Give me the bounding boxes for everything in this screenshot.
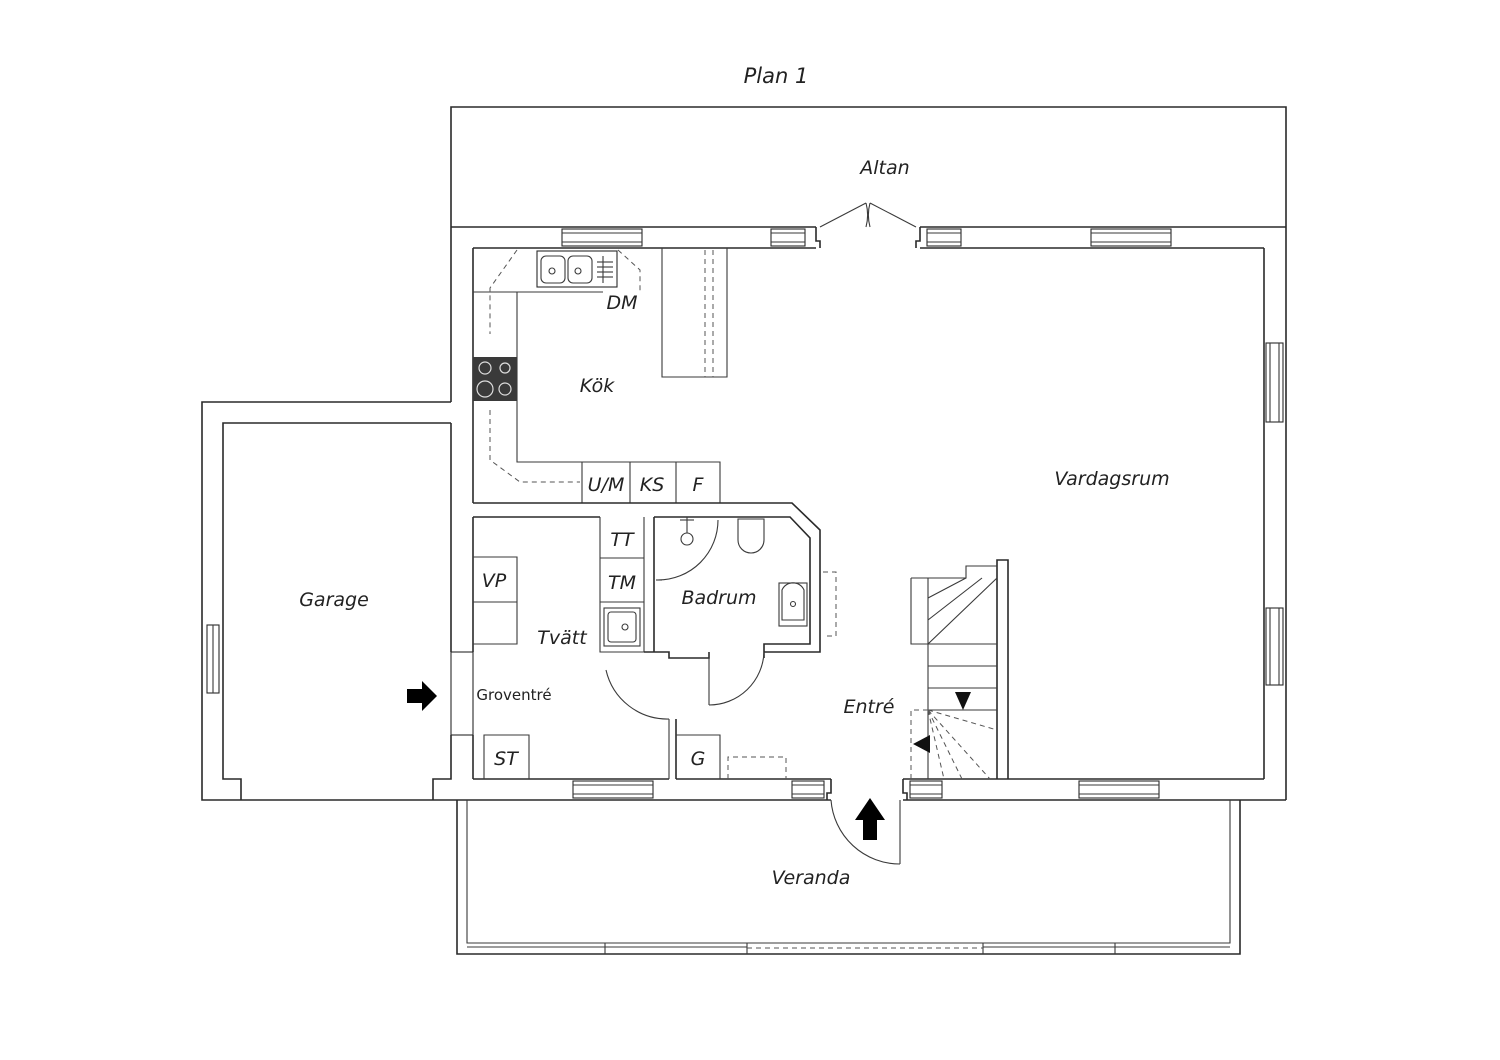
label-um: U/M: [588, 474, 625, 496]
kitchen: [473, 248, 821, 653]
entrance-door: [830, 799, 901, 865]
label-veranda: Veranda: [772, 867, 851, 889]
altan-deck: [450, 106, 1287, 227]
room-labels: Altan DM Kök Vardagsrum Garage U/M KS F …: [299, 157, 1169, 889]
label-badrum: Badrum: [681, 587, 756, 609]
entrance-arrow-icon: [855, 798, 885, 840]
staircase: [910, 559, 1009, 780]
label-ks: KS: [640, 474, 665, 496]
garage-entrance-arrow-icon: [407, 681, 437, 711]
label-g: G: [691, 748, 706, 770]
label-tm: TM: [608, 572, 636, 594]
label-f: F: [693, 474, 705, 496]
label-vp: VP: [482, 570, 507, 592]
label-dm: DM: [606, 292, 637, 314]
laundry: [472, 516, 811, 779]
label-garage: Garage: [299, 589, 369, 611]
bathroom: [656, 517, 837, 706]
stair-down-arrow-icon: [955, 692, 971, 710]
label-entre: Entré: [844, 696, 895, 718]
plan-title: Plan 1: [744, 64, 809, 88]
label-tt: TT: [610, 529, 635, 551]
label-vardagsrum: Vardagsrum: [1054, 468, 1169, 490]
label-st: ST: [494, 748, 519, 770]
outer-walls: [433, 226, 1287, 801]
label-tvatt: Tvätt: [537, 627, 588, 649]
altan-double-door: [819, 202, 917, 228]
label-altan: Altan: [858, 157, 909, 179]
garage-walls: [201, 401, 474, 801]
veranda: [456, 800, 1241, 955]
windows: [561, 228, 1284, 799]
stair-left-arrow-icon: [913, 735, 930, 753]
label-groventre: Groventré: [476, 686, 551, 704]
label-kok: Kök: [580, 375, 615, 397]
